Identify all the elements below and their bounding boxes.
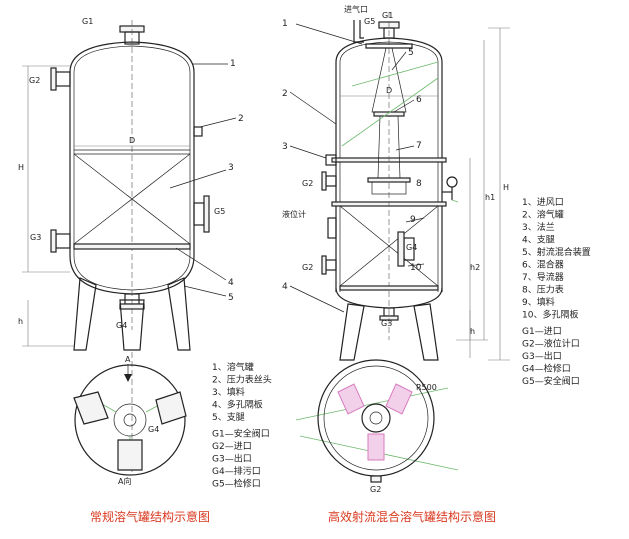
right-callout-5: 5 [408,48,414,58]
left-dim-h-total: H [18,163,24,172]
left-callout-2: 2 [238,114,244,124]
left-callout-5: 5 [228,293,234,303]
right-legend-item: 4、支腿 [522,234,555,246]
right-legend-item: 9、填料 [522,296,555,308]
left-tank-elevation [22,20,237,351]
left-callout-4: 4 [228,278,234,288]
right-legend-item: 7、导流器 [522,271,564,283]
left-port-g2: G2 [29,76,40,85]
right-plan-g2: G2 [370,485,381,494]
right-dim-h-leg: h [470,327,475,336]
right-port-g4: G4 [406,243,417,252]
right-port-g2b: G2 [302,263,313,272]
right-legend-item: G3—出口 [522,350,562,362]
right-dim-h-total: H [503,183,509,192]
left-callout-1: 1 [230,59,236,69]
left-port-g1: G1 [82,17,93,26]
left-port-g4: G4 [116,321,127,330]
right-callout-6: 6 [416,95,422,105]
right-legend-item: 1、进风口 [522,197,564,208]
right-legend-item: 3、法兰 [522,221,555,233]
left-legend-item: G1—安全阀口 [212,428,270,440]
left-a-view [73,352,187,476]
right-callout-1: 1 [282,19,288,29]
right-legend: 1、进风口2、溶气罐3、法兰4、支腿5、射流混合装置6、混合器7、导流器8、压力… [522,197,591,387]
left-view-g4: G4 [148,425,159,434]
right-port-g2: G2 [302,179,313,188]
right-air-inlet: 进气口 [344,4,368,14]
right-legend-item: 6、混合器 [522,259,564,271]
right-caption: 高效射流混合溶气罐结构示意图 [328,509,496,524]
right-legend-item: 8、压力表 [522,284,564,296]
right-callout-2: 2 [282,89,288,99]
left-legend-item: G3—出口 [212,453,252,465]
right-callout-8: 8 [416,179,422,189]
right-callout-3: 3 [282,142,288,152]
left-dim-d: D [129,136,135,145]
right-dim-r: R500 [416,383,437,392]
right-legend-item: 10、多孔隔板 [522,309,578,321]
left-legend-item: 1、溶气罐 [212,361,254,373]
right-legend-item: 5、射流混合装置 [522,246,591,258]
right-level-gauge: 液位计 [282,209,306,219]
right-callout-4: 4 [282,282,288,292]
left-port-g3: G3 [30,233,41,242]
left-legend-item: 3、填料 [212,386,245,398]
right-dim-h1: h1 [485,193,495,202]
left-legend-item: 4、多孔隔板 [212,399,263,411]
right-port-g1: G1 [382,11,393,20]
right-dim-d: D [386,86,392,95]
right-legend-item: G5—安全阀口 [522,375,580,387]
left-view-a-bottom: A向 [118,476,131,486]
right-callout-7: 7 [416,141,422,151]
right-legend-item: G1—进口 [522,326,562,337]
left-legend-item: G4—排污口 [212,465,261,477]
right-dim-h2: h2 [470,263,480,272]
left-view-a-top: A [125,355,131,364]
left-legend-item: G5—检修口 [212,478,261,490]
right-legend-item: 2、溶气罐 [522,209,564,221]
left-callout-3: 3 [228,163,234,173]
left-port-g5: G5 [214,207,225,216]
right-callout-9: 9 [410,215,416,225]
right-legend-item: G2—液位计口 [522,338,580,350]
left-caption: 常规溶气罐结构示意图 [90,509,210,524]
left-legend-item: G2—进口 [212,441,252,452]
left-legend-item: 5、支腿 [212,411,245,423]
right-port-g5: G5 [364,17,375,26]
left-dim-h-leg: h [18,317,23,326]
right-tank-elevation [289,12,510,361]
left-legend-item: 2、压力表丝头 [212,374,272,386]
right-plan-view [295,359,459,483]
right-callout-10: 10 [410,263,422,273]
right-legend-item: G4—检修口 [522,363,571,375]
right-port-g3: G3 [381,319,392,328]
